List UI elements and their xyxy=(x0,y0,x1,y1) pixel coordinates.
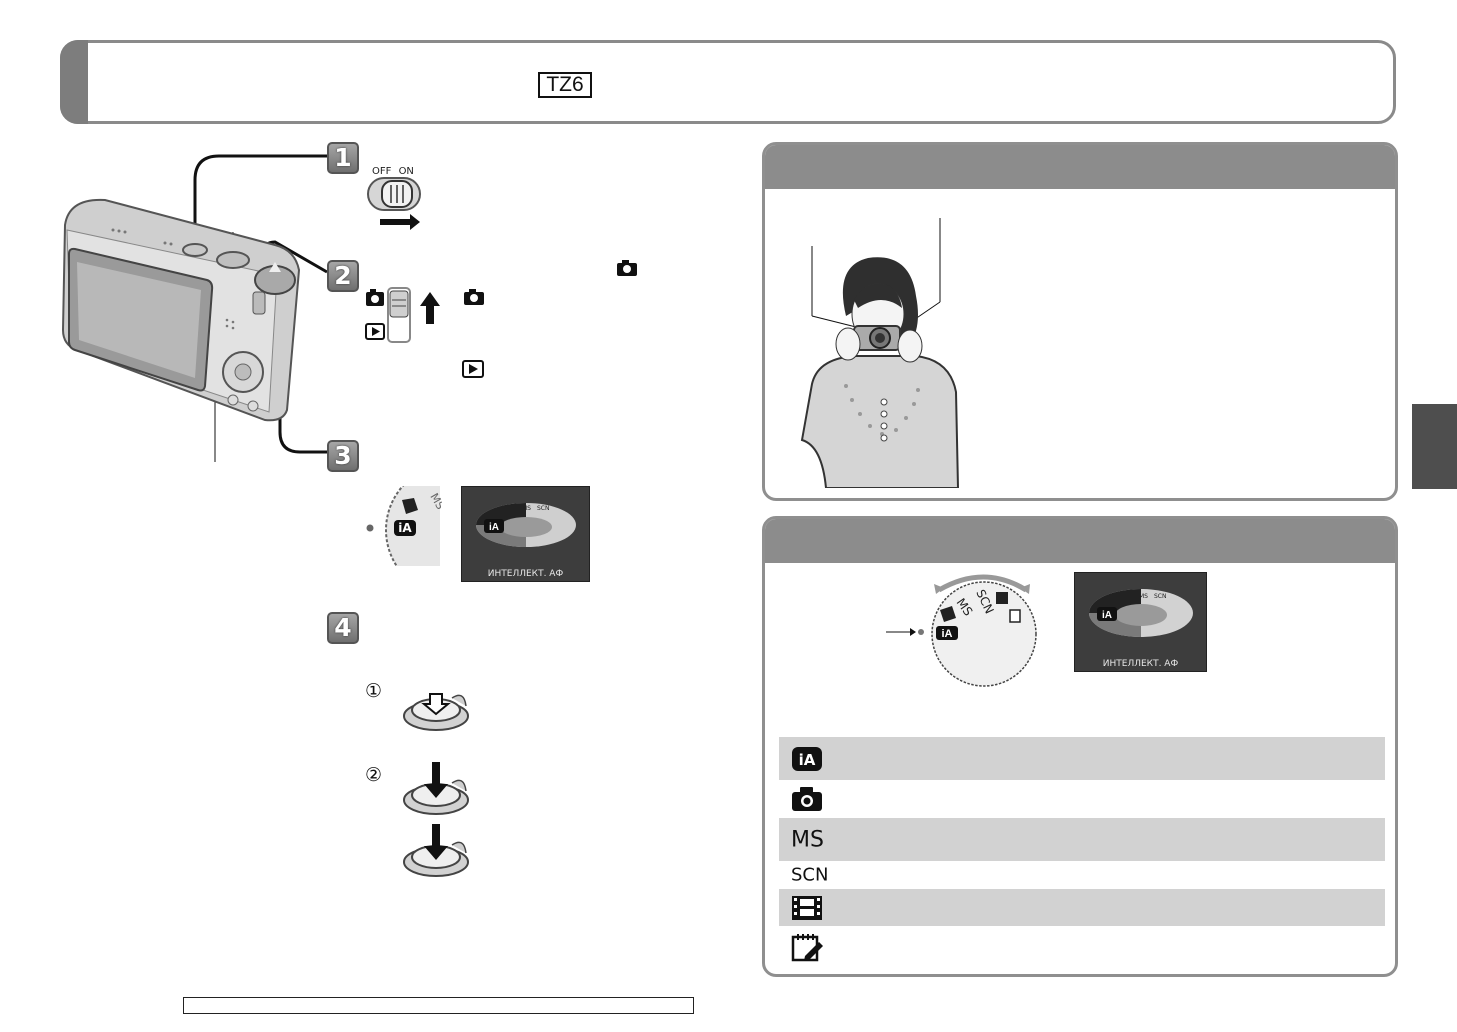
shutter-half-press xyxy=(403,693,469,731)
lcd-scn: SCN xyxy=(1154,593,1167,600)
mode-row-clipboard xyxy=(779,926,1385,968)
mode-row-normal-picture xyxy=(779,780,1385,818)
power-switch[interactable] xyxy=(366,176,426,232)
lcd-scn: SCN xyxy=(537,505,550,512)
shutter-full-press xyxy=(403,762,469,815)
camera-illustration xyxy=(61,154,328,462)
camera-icon xyxy=(792,787,822,811)
svg-text:iA: iA xyxy=(489,522,499,533)
motion-picture-icon xyxy=(792,895,822,920)
panel-header xyxy=(765,519,1395,563)
playback-mode-icon xyxy=(462,360,484,378)
svg-text:iA: iA xyxy=(398,521,412,535)
scn-icon: SCN xyxy=(791,864,829,886)
substep-2-number: ② xyxy=(365,764,383,786)
mode-row-intelligent-auto: iA xyxy=(779,737,1385,780)
lcd-label: ИНТЕЛЛЕКТ. АФ xyxy=(487,569,564,579)
svg-text:iA: iA xyxy=(799,751,816,769)
lcd-mode-ring: iA xyxy=(1089,589,1193,637)
switch-on-label: ON xyxy=(398,166,414,177)
mode-row-motion-picture xyxy=(779,889,1385,926)
lcd-label: ИНТЕЛЛЕКТ. АФ xyxy=(1102,659,1179,669)
svg-text:iA: iA xyxy=(942,628,953,640)
footer-note-box xyxy=(183,997,694,1014)
svg-text:iA: iA xyxy=(1102,610,1112,621)
mode-dial[interactable]: iA MS SCN xyxy=(884,568,1044,688)
header-tab xyxy=(60,40,88,124)
intelligent-auto-icon: iA xyxy=(792,746,822,771)
step-4-badge: 4 xyxy=(327,612,359,644)
lcd-ms: MS xyxy=(522,505,531,512)
step-2-badge: 2 xyxy=(327,260,359,292)
panel-header xyxy=(765,145,1395,189)
model-badge: TZ6 xyxy=(538,72,592,98)
switch-off-label: OFF xyxy=(372,166,392,177)
lcd-mode-ring: iA xyxy=(476,503,576,547)
lcd-ms: MS xyxy=(1139,593,1148,600)
section-side-tab xyxy=(1412,404,1457,489)
lcd-screen-step3: iA MS SCN ИНТЕЛЛЕКТ. АФ xyxy=(461,486,590,582)
clipboard-icon xyxy=(791,934,823,962)
mode-row-ms: MS xyxy=(779,818,1385,861)
step-1-badge: 1 xyxy=(327,142,359,174)
woman-holding-camera-illustration xyxy=(800,218,960,488)
substep-1-number: ① xyxy=(365,680,383,702)
mode-row-scn: SCN xyxy=(779,861,1385,889)
lcd-screen-dial: iA MS SCN ИНТЕЛЛЕКТ. АФ xyxy=(1074,572,1207,672)
ms-icon: MS xyxy=(791,827,824,852)
shutter-full-press-2 xyxy=(403,824,469,877)
rec-mode-icon xyxy=(617,260,637,276)
page-header xyxy=(60,40,1396,124)
step-3-badge: 3 xyxy=(327,440,359,472)
switch-labels: OFF ON xyxy=(372,166,414,177)
rec-mode-icon xyxy=(464,289,484,305)
mode-dial-detail[interactable]: iA MS xyxy=(362,486,442,568)
rec-play-switch[interactable] xyxy=(364,286,444,344)
